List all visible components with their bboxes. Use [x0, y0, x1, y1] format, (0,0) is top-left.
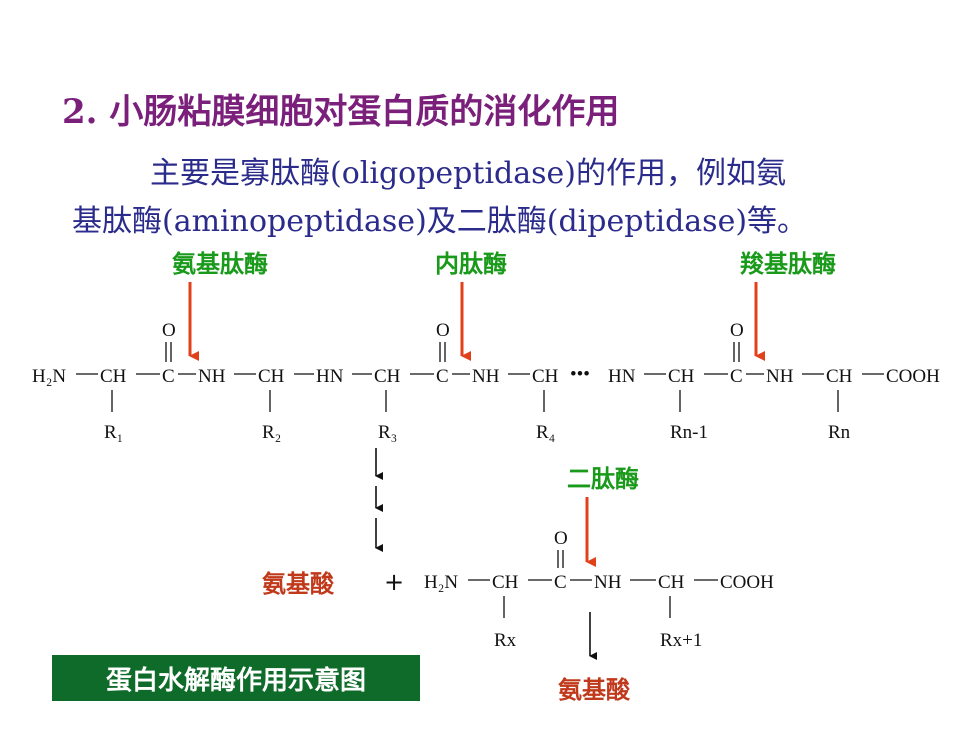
chain-r3: R₃ — [378, 422, 397, 443]
dipeptide-nh: NH — [594, 572, 622, 593]
diagram-caption: 蛋白水解酶作用示意图 — [52, 655, 420, 701]
chain-r2: R₂ — [262, 422, 281, 443]
chain-o-2: O — [436, 320, 450, 341]
chain-rn-1: Rn-1 — [670, 422, 708, 443]
enzyme-label-endopeptidase: 内肽酶 — [435, 250, 507, 278]
chain-o-3: O — [730, 320, 744, 341]
dipeptide-ch-2: CH — [658, 572, 685, 593]
slide-title: 2. 小肠粘膜细胞对蛋白质的消化作用 — [62, 92, 620, 132]
chain-rn: Rn — [828, 422, 851, 443]
chain-c-2: C — [436, 366, 449, 387]
dipeptide-rx1: Rx+1 — [660, 630, 702, 651]
dipeptide-h2n: H₂N — [424, 572, 458, 593]
chain-c-1: C — [162, 366, 175, 387]
plus-sign: + — [384, 568, 404, 596]
chain-ellipsis: ••• — [570, 364, 590, 385]
enzyme-label-carboxypeptidase: 羧基肽酶 — [740, 250, 836, 278]
chain-ch-2: CH — [258, 366, 285, 387]
chain-hn-2: HN — [608, 366, 636, 387]
dipeptide-ch-1: CH — [492, 572, 519, 593]
dipeptide-rx: Rx — [494, 630, 517, 651]
chain-hn-1: HN — [316, 366, 344, 387]
paragraph-line-2: 基肽酶(aminopeptidase)及二肽酶(dipeptidase)等。 — [72, 204, 808, 239]
dipeptide-o: O — [554, 528, 568, 549]
dipeptide: H₂N CH C O NH CH COOH Rx Rx+1 — [424, 528, 774, 651]
dipeptide-cooh: COOH — [720, 572, 774, 593]
product-amino-acid-left: 氨基酸 — [262, 570, 335, 598]
chain-h2n: H₂N — [32, 366, 66, 387]
dipeptide-c: C — [554, 572, 567, 593]
chain-nh-1: NH — [198, 366, 226, 387]
chain-r1: R₁ — [104, 422, 123, 443]
chain-nh-2: NH — [472, 366, 500, 387]
chain-r4: R₄ — [536, 422, 555, 443]
chain-c-3: C — [730, 366, 743, 387]
paragraph-line-1: 主要是寡肽酶(oligopeptidase)的作用，例如氨 — [150, 156, 786, 191]
chain-ch-3: CH — [374, 366, 401, 387]
chain-ch-1: CH — [100, 366, 127, 387]
chain-nh-3: NH — [766, 366, 794, 387]
product-amino-acid-bottom: 氨基酸 — [558, 676, 631, 704]
chain-cooh: COOH — [886, 366, 940, 387]
enzyme-label-dipeptidase: 二肽酶 — [567, 465, 639, 493]
chain-o-1: O — [162, 320, 176, 341]
polypeptide-chain: H₂N CH C O NH CH HN CH C O NH CH ••• HN … — [32, 320, 940, 443]
enzyme-label-aminopeptidase: 氨基肽酶 — [172, 250, 268, 278]
chain-ch-6: CH — [826, 366, 853, 387]
chain-ch-4: CH — [532, 366, 559, 387]
chain-ch-5: CH — [668, 366, 695, 387]
